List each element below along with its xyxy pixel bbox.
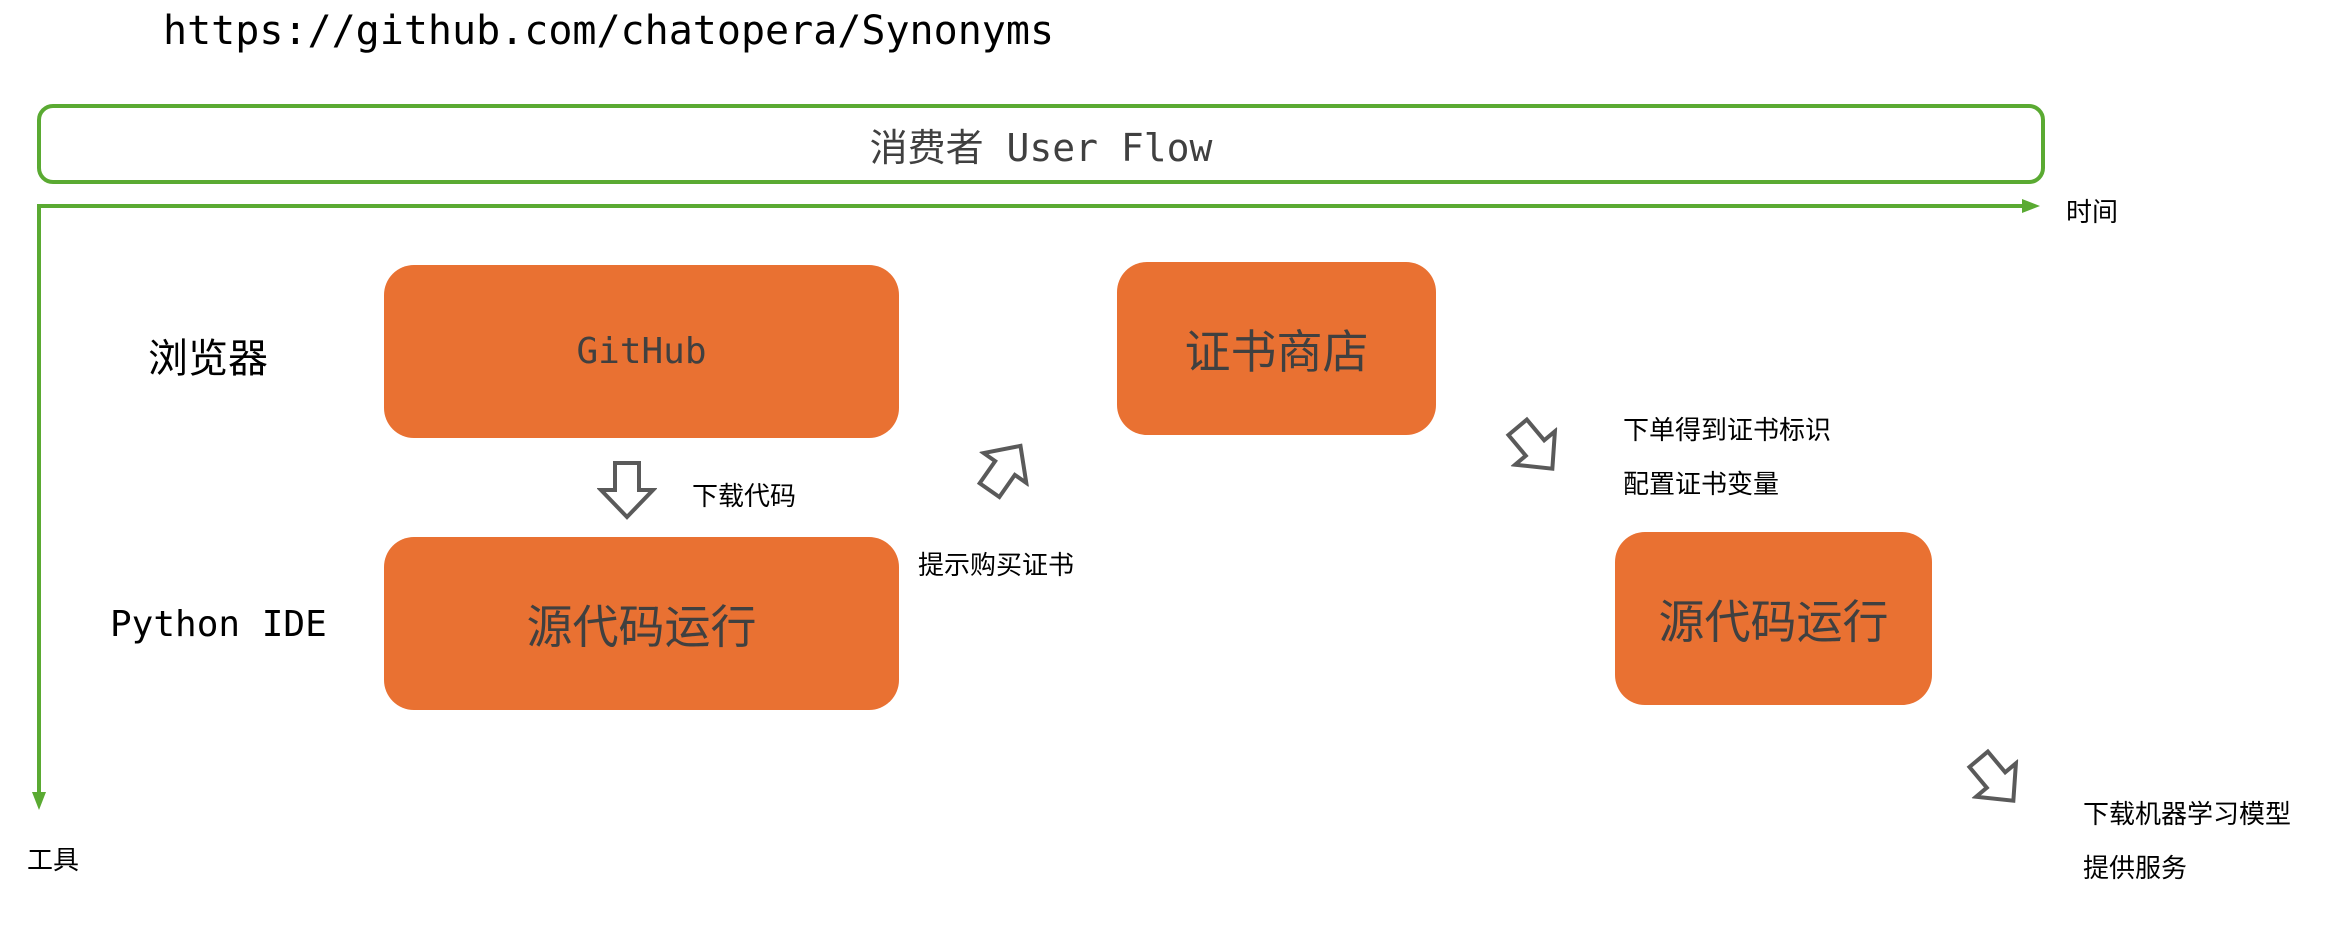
step-model-line1: 下载机器学习模型 [2083, 800, 2292, 830]
step-download-code: 下载代码 [692, 482, 797, 512]
source-run-box-2: 源代码运行 [1615, 532, 1932, 705]
down-right-arrow-icon-2 [1966, 748, 2019, 803]
row-label-browser: 浏览器 [148, 336, 268, 382]
user-flow-title: 消费者 User Flow [869, 125, 1213, 170]
down-right-arrow-icon [1505, 416, 1558, 471]
github-box-label: GitHub [576, 331, 707, 372]
tool-axis-arrowhead [32, 792, 46, 810]
source-run-box-2-label: 源代码运行 [1658, 594, 1889, 649]
time-axis-label: 时间 [2066, 198, 2119, 228]
row-label-ide: Python IDE [110, 604, 327, 645]
step-order-line2: 配置证书变量 [1623, 470, 1780, 500]
step-prompt-purchase: 提示购买证书 [918, 551, 1075, 581]
cert-store-box: 证书商店 [1117, 262, 1436, 435]
up-right-arrow-icon [976, 443, 1030, 500]
cert-store-box-label: 证书商店 [1184, 324, 1369, 379]
down-arrow-icon [597, 461, 657, 520]
time-axis-arrowhead [2022, 199, 2040, 213]
step-model-line2: 提供服务 [2083, 854, 2188, 884]
step-order-line1: 下单得到证书标识 [1623, 416, 1832, 446]
github-box: GitHub [384, 265, 899, 438]
tool-axis-label: 工具 [27, 846, 80, 876]
source-run-box-1: 源代码运行 [384, 537, 899, 710]
user-flow-header: 消费者 User Flow [37, 104, 2045, 184]
repo-url: https://github.com/chatopera/Synonyms [163, 8, 1055, 54]
source-run-box-1-label: 源代码运行 [526, 599, 757, 654]
